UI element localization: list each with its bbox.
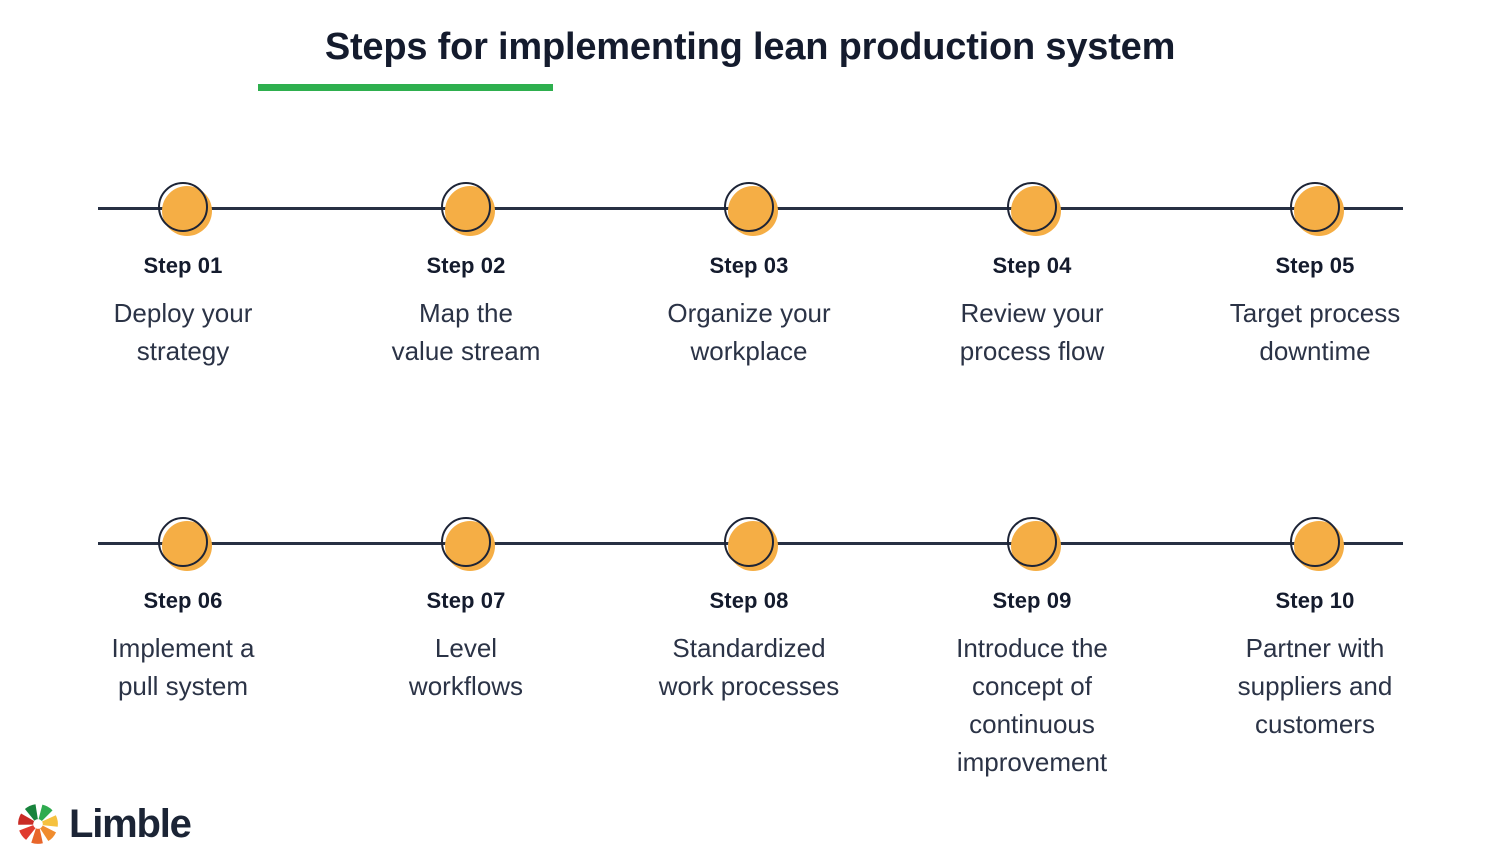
step-marker-02 xyxy=(346,165,586,251)
step-marker-04 xyxy=(912,165,1152,251)
step-label: Step 04 xyxy=(992,253,1072,278)
step-label: Step 07 xyxy=(426,588,506,613)
step-description: Map the value stream xyxy=(391,298,541,367)
step-node-07[interactable]: Step 07 Level workflows xyxy=(346,500,586,706)
step-node-05[interactable]: Step 05 Target process downtime xyxy=(1195,165,1435,371)
circle-outline-icon xyxy=(1007,182,1057,232)
step-description: Target process downtime xyxy=(1229,298,1401,367)
step-description: Review your process flow xyxy=(959,298,1105,367)
step-label: Step 08 xyxy=(709,588,789,613)
step-node-08[interactable]: Step 08 Standardized work processes xyxy=(629,500,869,706)
circle-outline-icon xyxy=(158,182,208,232)
step-label: Step 01 xyxy=(143,253,223,278)
step-label: Step 10 xyxy=(1275,588,1355,613)
step-description: Partner with suppliers and customers xyxy=(1237,633,1393,740)
step-description: Introduce the concept of continuous impr… xyxy=(956,633,1108,778)
step-marker-03 xyxy=(629,165,869,251)
step-label: Step 09 xyxy=(992,588,1072,613)
step-description: Organize your workplace xyxy=(667,298,831,367)
step-description: Standardized work processes xyxy=(658,633,840,702)
circle-outline-icon xyxy=(1290,182,1340,232)
title-underline-bar xyxy=(258,84,553,91)
step-node-03[interactable]: Step 03 Organize your workplace xyxy=(629,165,869,371)
step-node-04[interactable]: Step 04 Review your process flow xyxy=(912,165,1152,371)
step-node-09[interactable]: Step 09 Introduce the concept of continu… xyxy=(912,500,1152,782)
step-node-06[interactable]: Step 06 Implement a pull system xyxy=(63,500,303,706)
circle-outline-icon xyxy=(441,517,491,567)
step-marker-09 xyxy=(912,500,1152,586)
step-description: Level workflows xyxy=(408,633,524,702)
circle-outline-icon xyxy=(1290,517,1340,567)
circle-outline-icon xyxy=(441,182,491,232)
step-marker-07 xyxy=(346,500,586,586)
step-marker-01 xyxy=(63,165,303,251)
step-description: Deploy your strategy xyxy=(113,298,253,367)
step-marker-08 xyxy=(629,500,869,586)
step-marker-05 xyxy=(1195,165,1435,251)
limble-wordmark: Limble xyxy=(69,802,192,846)
step-marker-10 xyxy=(1195,500,1435,586)
circle-outline-icon xyxy=(1007,517,1057,567)
step-description: Implement a pull system xyxy=(111,633,255,702)
step-label: Step 06 xyxy=(143,588,223,613)
step-node-02[interactable]: Step 02 Map the value stream xyxy=(346,165,586,371)
circle-outline-icon xyxy=(158,517,208,567)
circle-outline-icon xyxy=(724,517,774,567)
title-block: Steps for implementing lean production s… xyxy=(0,26,1500,69)
limble-logo[interactable]: Limble xyxy=(16,802,192,846)
step-label: Step 02 xyxy=(426,253,506,278)
page-title: Steps for implementing lean production s… xyxy=(324,26,1176,68)
step-marker-06 xyxy=(63,500,303,586)
step-label: Step 03 xyxy=(709,253,789,278)
step-label: Step 05 xyxy=(1275,253,1355,278)
step-node-01[interactable]: Step 01 Deploy your strategy xyxy=(63,165,303,371)
circle-outline-icon xyxy=(724,182,774,232)
step-node-10[interactable]: Step 10 Partner with suppliers and custo… xyxy=(1195,500,1435,744)
limble-pinwheel-icon xyxy=(18,804,58,844)
